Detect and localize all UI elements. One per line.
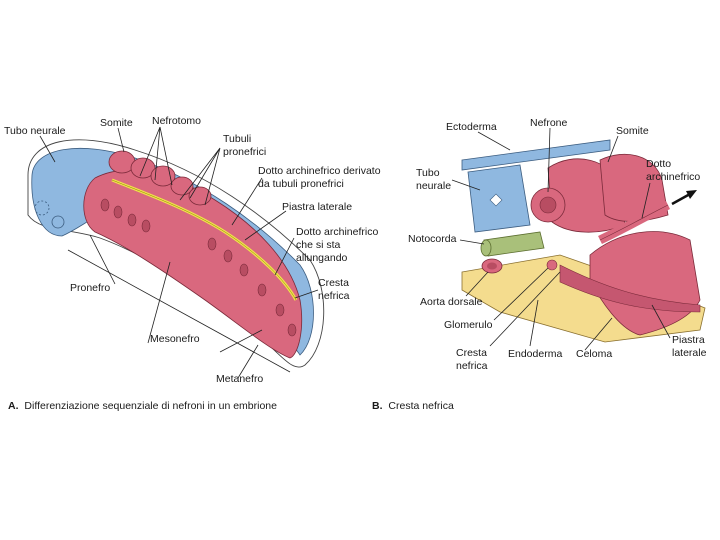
label-pronefro: Pronefro (70, 282, 110, 294)
label-dotto-b-2: archinefrico (646, 171, 700, 183)
leader-piastra-b (651, 304, 671, 339)
label-tubo-b-1: Tubo (416, 167, 440, 179)
leader-mesonefro (147, 261, 171, 344)
label-piastra-b-2: laterale (672, 347, 707, 359)
ectoderm-slab (461, 139, 611, 171)
tubule (257, 283, 267, 297)
label-aorta-dorsale: Aorta dorsale (420, 296, 483, 308)
neural-cavity (51, 215, 65, 229)
tubule (275, 303, 285, 317)
archinephric-duct-outline (111, 179, 297, 301)
growth-arrowhead (686, 190, 697, 199)
somite-block (599, 153, 669, 222)
label-piastra-b-1: Piastra (672, 334, 705, 346)
growth-arrow (671, 192, 691, 206)
pronefro-bracket (67, 249, 291, 373)
leader-tubuli (179, 147, 221, 206)
leader-nefrotomo (139, 126, 173, 186)
leader-endoderma (529, 299, 539, 347)
panel-a-leaders (39, 126, 319, 379)
neural-cavity (34, 200, 50, 216)
leader-dotto-b (641, 182, 651, 219)
mesonephric-tubules (100, 198, 297, 337)
intermediate-mesoderm-region (83, 169, 303, 359)
label-tubuli-2: pronefrici (223, 146, 266, 158)
leader-somite-b (607, 135, 619, 163)
caption-b: B. Cresta nefrica (372, 400, 454, 412)
leader-aorta (465, 271, 489, 297)
tubule (127, 213, 137, 227)
label-ectoderma: Ectoderma (446, 121, 497, 133)
leader-ectoderma (477, 131, 511, 151)
caption-a-text: Differenziazione sequenziale di nefroni … (24, 400, 277, 412)
label-piastra-laterale-a: Piastra laterale (282, 201, 352, 213)
tubule (223, 249, 233, 263)
somite-bump (188, 186, 212, 206)
label-metanefro: Metanefro (216, 373, 263, 385)
panel-b-labels: Ectoderma Nefrone Somite Dotto archinefr… (408, 117, 707, 372)
label-glomerulo: Glomerulo (444, 319, 493, 331)
archinephric-duct-b-outline (599, 204, 669, 241)
tubule (207, 237, 217, 251)
label-dotto-allungando-3: allungando (296, 252, 348, 264)
glomerulus (546, 259, 558, 271)
neural-tube-cross (489, 193, 503, 207)
label-cresta-b-2: nefrica (456, 360, 488, 372)
leader-tubo-neurale (39, 135, 56, 163)
tubule (100, 198, 110, 212)
leader-dotto-derivato (231, 177, 263, 226)
leader-dotto-allungando (274, 237, 295, 276)
caption-a-letter: A. (8, 400, 19, 412)
leader-somite (117, 127, 125, 153)
tubule (287, 323, 297, 337)
leader-notocorda (459, 239, 485, 245)
leader-pronefro (89, 234, 116, 285)
caption-a: A. Differenziazione sequenziale di nefro… (8, 400, 277, 412)
notochord-end (480, 239, 492, 257)
leader-glomerulo (493, 267, 549, 321)
lateral-plate-fold (559, 264, 701, 313)
label-nefrotomo: Nefrotomo (152, 115, 201, 127)
leader-tubo-b (451, 179, 481, 191)
label-tubo-b-2: neurale (416, 180, 451, 192)
label-dotto-allungando-2: che si sta (296, 239, 341, 251)
notochord-rod (483, 231, 545, 257)
label-endoderma: Endoderma (508, 348, 562, 360)
tubule (141, 219, 151, 233)
tubule (113, 205, 123, 219)
leader-cresta (294, 289, 319, 299)
label-tubuli-1: Tubuli (223, 133, 251, 145)
panel-b-drawing (461, 139, 706, 343)
leader-cresta-b (489, 271, 561, 347)
label-somite-b: Somite (616, 125, 649, 137)
dorsal-aorta-lumen (487, 262, 497, 270)
leader-metanefro (237, 344, 259, 379)
label-dotto-allungando-1: Dotto archinefrico (296, 226, 378, 238)
leader-piastra (244, 210, 287, 241)
mesonefro-bracket (219, 329, 263, 353)
leader-nefrone (547, 127, 551, 193)
label-cresta-a-1: Cresta (318, 277, 349, 289)
label-celoma: Celoma (576, 348, 612, 360)
label-dotto-b-1: Dotto (646, 158, 671, 170)
label-dotto-derivato-1: Dotto archinefrico derivato (258, 165, 381, 177)
somites-b (547, 153, 669, 233)
panel-b-leaders (451, 127, 671, 351)
leader-celoma (584, 317, 613, 351)
label-notocorda: Notocorda (408, 233, 457, 245)
nephron-coil-inner (539, 196, 557, 214)
label-cresta-b-1: Cresta (456, 347, 487, 359)
label-nefrone: Nefrone (530, 117, 568, 129)
label-dotto-derivato-2: da tubuli pronefrici (258, 178, 344, 190)
caption-b-text: Cresta nefrica (388, 400, 454, 412)
label-tubo-neurale-a: Tubo neurale (4, 125, 66, 137)
tubule (239, 263, 249, 277)
caption-b-letter: B. (372, 400, 383, 412)
panel-a-labels: Tubo neurale Somite Nefrotomo Tubuli pro… (4, 115, 381, 385)
label-somite-a: Somite (100, 117, 133, 129)
embryo-outer-outline (27, 139, 325, 368)
label-cresta-a-2: nefrica (318, 290, 350, 302)
label-mesonefro: Mesonefro (150, 333, 200, 345)
